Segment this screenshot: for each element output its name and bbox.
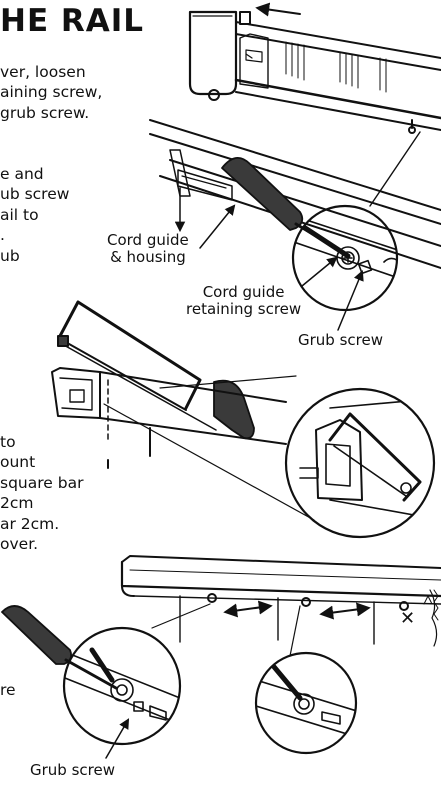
label-grub-screw: Grub screw	[298, 331, 383, 349]
step-line: to	[0, 433, 16, 451]
step-line: re	[0, 681, 16, 699]
rail-bracket-assembly	[120, 555, 441, 647]
step-line: ub screw	[0, 185, 70, 204]
step-line: ar 2cm.	[0, 514, 60, 533]
step-line: square bar	[0, 473, 84, 492]
rail-ribs	[285, 41, 387, 93]
step-text-remove-cover: ver, loosen aining screw, grub screw.	[0, 62, 102, 123]
label-cord-guide-retaining-screw: Cord guide retaining screw	[186, 283, 302, 319]
step-line: ver, loosen	[0, 63, 86, 81]
hacksaw-icon	[57, 300, 255, 440]
spacing-arrow-right	[319, 602, 371, 620]
zoom-circle-cut-detail	[284, 387, 436, 539]
label-grub-screw-bottom: Grub screw	[30, 761, 115, 779]
step-line: grub screw.	[0, 103, 90, 122]
step-line: ail to	[0, 205, 39, 224]
slide-direction-arrow	[255, 2, 301, 17]
screwdriver-lower-icon	[1, 605, 73, 665]
step-line: ount	[0, 453, 36, 472]
step-line: ub	[0, 246, 20, 265]
step-line: 2cm	[0, 494, 34, 513]
rail-section-cut	[51, 367, 287, 469]
step-line: over.	[0, 535, 39, 554]
zoom-circle-bracket-screw-left	[62, 626, 182, 746]
label-cord-guide-housing: Cord guide & housing	[107, 231, 189, 267]
step-text-refit: re	[0, 680, 16, 700]
rail-end-assembly	[188, 10, 441, 134]
zoom-circle-screw-detail	[291, 204, 399, 312]
spacing-arrow-left	[223, 600, 273, 618]
step-text-cut-rail: to ount square bar 2cm ar 2cm. over.	[0, 432, 83, 555]
remove-mark-icon: ✕	[400, 608, 415, 629]
zoom-circle-bracket-screw-right	[254, 651, 358, 755]
page-title: HE RAIL	[0, 3, 145, 39]
step-line: e and	[0, 165, 44, 183]
step-line: .	[0, 226, 5, 245]
step-line: aining screw,	[0, 83, 103, 102]
step-text-slide-rail: e and ub screw ail to . ub	[0, 164, 69, 266]
cord-guide-assembly	[149, 119, 441, 269]
